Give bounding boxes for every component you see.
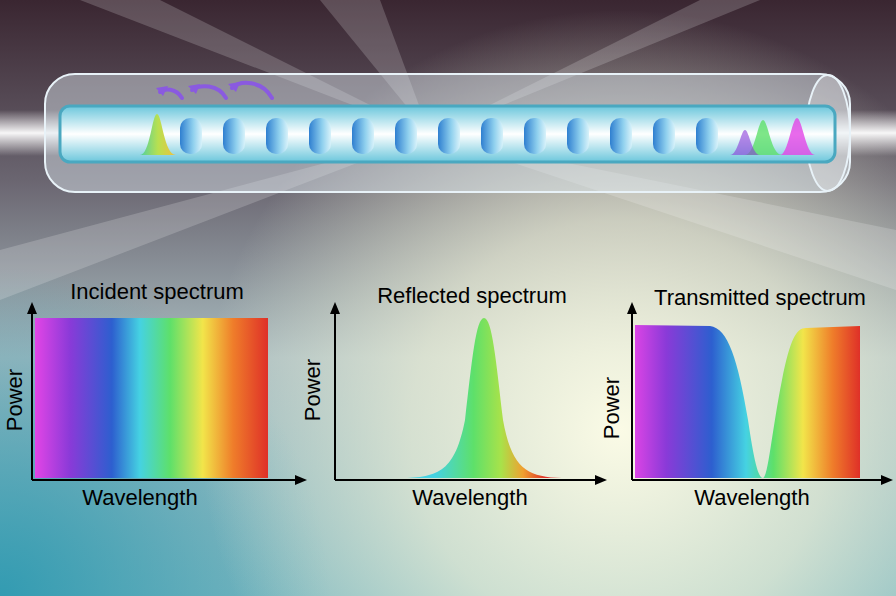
grating-period bbox=[438, 118, 460, 154]
reflected-chart bbox=[330, 302, 607, 485]
axis-label: Power bbox=[3, 369, 27, 431]
axis-label: Wavelength bbox=[694, 486, 809, 510]
grating-period bbox=[481, 118, 503, 154]
chart-title: Transmitted spectrum bbox=[654, 286, 866, 310]
grating-period bbox=[653, 118, 675, 154]
grating-period bbox=[309, 118, 331, 154]
grating-period bbox=[266, 118, 288, 154]
grating-period bbox=[223, 118, 245, 154]
grating-period bbox=[567, 118, 589, 154]
grating-period bbox=[696, 118, 718, 154]
chart-title: Reflected spectrum bbox=[377, 284, 567, 308]
chart-title: Incident spectrum bbox=[70, 280, 244, 304]
grating-period bbox=[180, 118, 202, 154]
transmitted-chart bbox=[627, 302, 893, 485]
grating-period bbox=[395, 118, 417, 154]
grating-period bbox=[524, 118, 546, 154]
incident-chart bbox=[27, 302, 307, 485]
axis-label: Power bbox=[301, 359, 325, 421]
grating-period bbox=[610, 118, 632, 154]
axis-label: Power bbox=[600, 377, 624, 439]
axis-label: Wavelength bbox=[412, 486, 527, 510]
grating-period bbox=[352, 118, 374, 154]
axis-label: Wavelength bbox=[82, 486, 197, 510]
